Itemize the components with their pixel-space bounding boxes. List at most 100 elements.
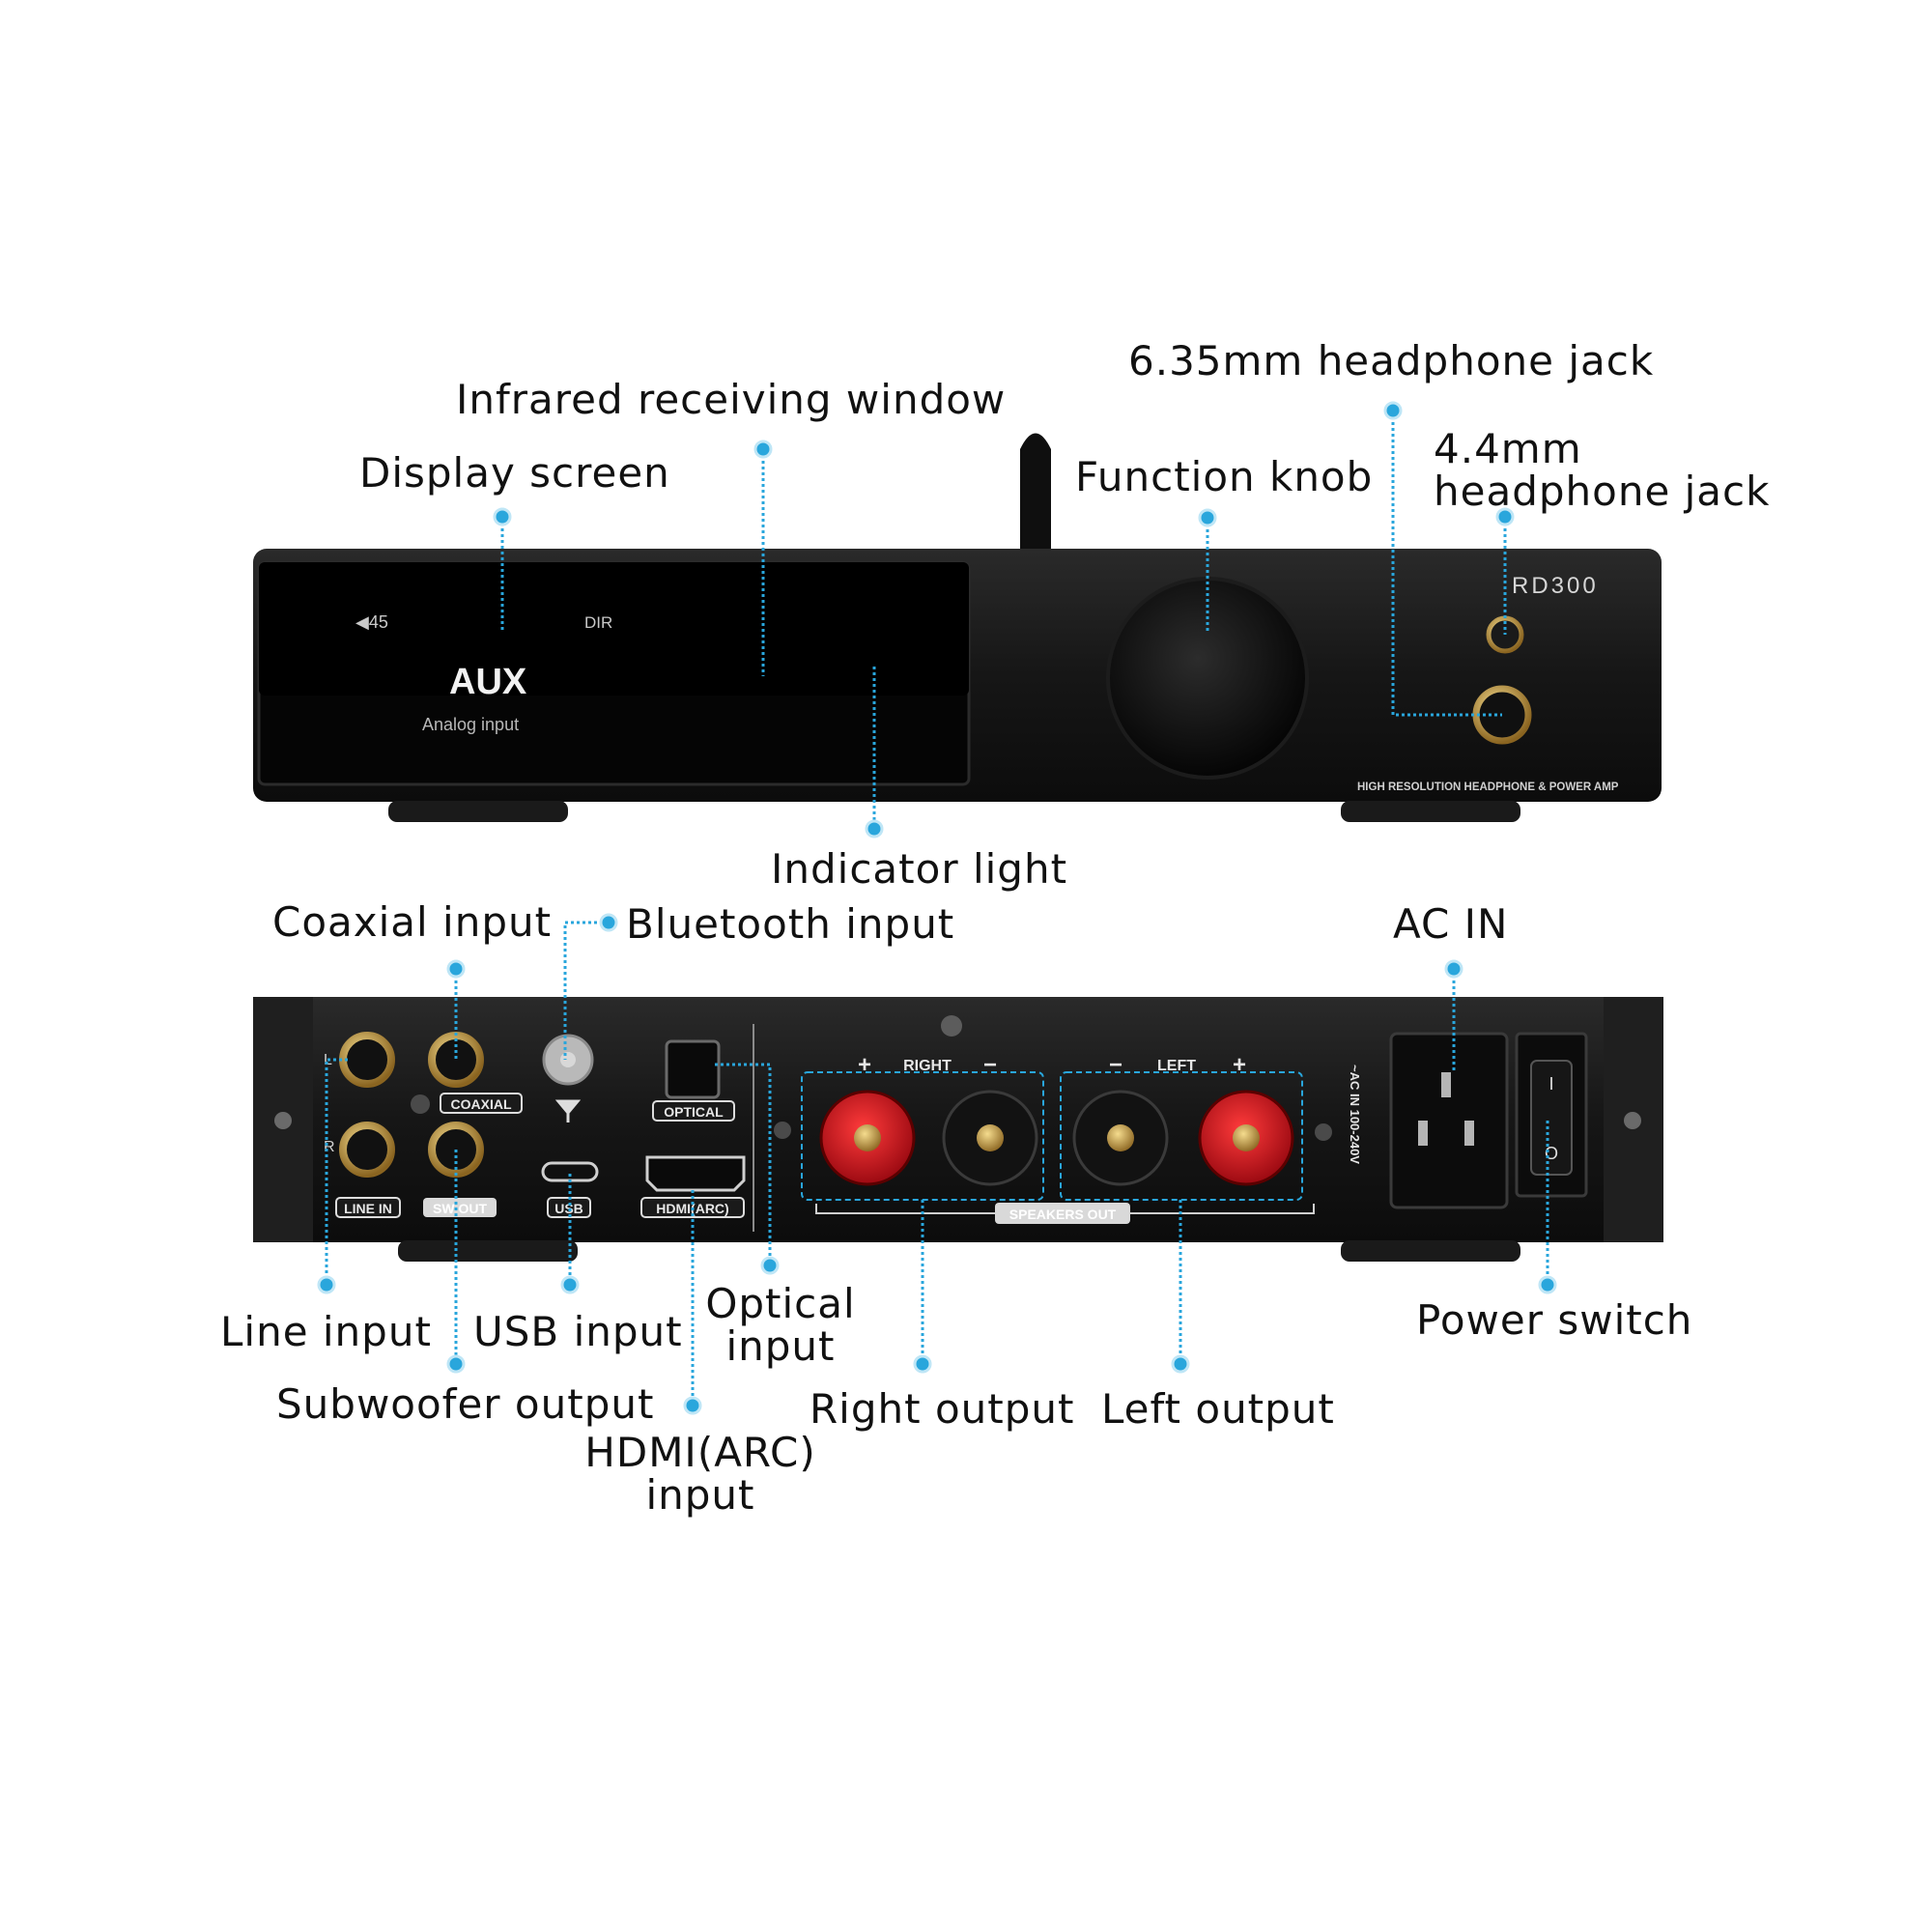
ac-inlet-pin-top: [1441, 1072, 1451, 1097]
coaxial-jack[interactable]: [428, 1032, 484, 1088]
left-minus-terminal-post: [1107, 1124, 1134, 1151]
callout-indicator: Indicator light: [771, 845, 1068, 893]
ac-inlet-pin-left: [1418, 1121, 1428, 1146]
dot-function-knob: [1198, 508, 1217, 527]
dot-power-switch: [1538, 1275, 1557, 1294]
rear-screw-mid2: [1315, 1123, 1332, 1141]
callout-coaxial: Coaxial input: [272, 898, 553, 946]
antenna-symbol: [554, 1099, 582, 1122]
dot-optical: [760, 1256, 780, 1275]
callout-display: Display screen: [359, 449, 670, 497]
optical-label-box: [652, 1100, 735, 1122]
dot-ac-in: [1444, 959, 1463, 979]
dot-line-input: [317, 1275, 336, 1294]
dot-infrared: [753, 440, 773, 459]
callout-usb-input: USB input: [473, 1308, 683, 1355]
right-plus-sign: +: [858, 1052, 871, 1078]
dot-right-output: [913, 1354, 932, 1374]
callout-right-output: Right output: [810, 1385, 1075, 1433]
dot-bluetooth: [599, 913, 618, 932]
leader-headphone-635: [1391, 411, 1502, 717]
callout-hdmi: HDMI(ARC) input: [580, 1431, 821, 1520]
callout-bluetooth: Bluetooth input: [626, 900, 955, 948]
dot-hdmi: [683, 1396, 702, 1415]
dot-indicator: [865, 819, 884, 838]
callout-left-output: Left output: [1101, 1385, 1335, 1433]
rear-foot-left: [398, 1240, 578, 1262]
hdmi-port[interactable]: [645, 1155, 746, 1192]
coaxial-label-box: [440, 1093, 523, 1114]
front-foot-left: [388, 801, 568, 822]
sw-out-label-box: [423, 1198, 497, 1217]
bluetooth-connector-pin: [560, 1052, 576, 1067]
leader-optical: [715, 1063, 772, 1265]
right-minus-terminal-post: [977, 1124, 1004, 1151]
line-in-l-jack[interactable]: [339, 1032, 395, 1088]
ac-inlet[interactable]: [1389, 1032, 1509, 1209]
leader-lines: [325, 411, 1549, 1406]
optical-port[interactable]: [665, 1039, 721, 1099]
line-in-r-jack[interactable]: [339, 1122, 395, 1178]
right-channel-label: RIGHT: [903, 1058, 952, 1074]
dot-usb: [560, 1275, 580, 1294]
line-in-label: LINE IN: [344, 1201, 392, 1216]
dot-display: [493, 507, 512, 526]
display-source: AUX: [449, 662, 527, 702]
line-in-r-label: R: [324, 1139, 335, 1155]
dot-left-output: [1171, 1354, 1190, 1374]
function-knob[interactable]: [1106, 577, 1309, 780]
callout-hdmi-line2: input: [645, 1471, 755, 1520]
usb-c-port[interactable]: [541, 1161, 599, 1182]
rear-screw-right: [1624, 1112, 1641, 1129]
callout-headphone-635: 6.35mm headphone jack: [1128, 337, 1655, 384]
dot-headphone-635: [1383, 401, 1403, 420]
ac-inlet-pin-right: [1464, 1121, 1474, 1146]
brand-logo: RD300: [1512, 573, 1599, 599]
callout-headphone-44-line1: 4.4mm: [1434, 425, 1582, 472]
rear-foot-right: [1341, 1240, 1520, 1262]
rear-screw-left: [274, 1112, 292, 1129]
callout-optical-line1: Optical: [705, 1280, 856, 1327]
callout-function-knob: Function knob: [1075, 453, 1374, 500]
display-mode: DIR: [584, 613, 612, 632]
line-in-label-box: [335, 1197, 401, 1218]
rear-screw-mid: [774, 1122, 791, 1139]
front-tagline: HIGH RESOLUTION HEADPHONE & POWER AMP: [1357, 781, 1619, 793]
callout-headphone-44-line2: headphone jack: [1434, 468, 1771, 516]
leader-dots: [317, 401, 1557, 1415]
callout-optical-line2: input: [725, 1322, 836, 1371]
left-plus-terminal-post: [1233, 1124, 1260, 1151]
right-minus-sign: −: [983, 1052, 997, 1078]
left-channel-label: LEFT: [1157, 1058, 1196, 1074]
optical-label: OPTICAL: [664, 1104, 724, 1120]
callout-power-switch: Power switch: [1416, 1296, 1693, 1344]
front-panel: ◀45 DIR AUX Analog input RD300 HIGH RESO…: [253, 433, 1662, 822]
dot-headphone-44: [1495, 507, 1515, 526]
coaxial-label: COAXIAL: [451, 1096, 512, 1112]
power-switch[interactable]: [1530, 1060, 1573, 1176]
display-glass-highlight: [259, 562, 969, 696]
rear-panel: L R LINE IN COAXIAL SW OUT USB OPTICAL H…: [253, 997, 1663, 1262]
left-plus-sign: +: [1233, 1052, 1246, 1078]
callout-subwoofer: Subwoofer output: [276, 1380, 655, 1428]
dot-coaxial: [446, 959, 466, 979]
leader-line-input: [325, 1058, 348, 1285]
display-volume: ◀45: [355, 612, 388, 632]
callout-line-input: Line input: [220, 1308, 432, 1355]
ac-rating-label: ~AC IN 100-240V: [1348, 1065, 1362, 1164]
power-switch-on-mark: I: [1548, 1074, 1553, 1094]
front-foot-right: [1341, 801, 1520, 822]
right-plus-terminal-post: [854, 1124, 881, 1151]
callout-optical: Optical input: [694, 1280, 867, 1371]
speakers-out-label-box: [995, 1203, 1130, 1224]
callout-headphone-44: 4.4mm headphone jack: [1434, 425, 1771, 516]
antenna: [1020, 433, 1051, 551]
speakers-out-label: SPEAKERS OUT: [1009, 1207, 1117, 1222]
callout-ac-in: AC IN: [1393, 900, 1509, 948]
rear-screw-top: [941, 1015, 962, 1037]
sw-out-label: SW OUT: [433, 1201, 487, 1216]
ground-post: [411, 1094, 430, 1114]
display-source-sub: Analog input: [422, 715, 519, 734]
